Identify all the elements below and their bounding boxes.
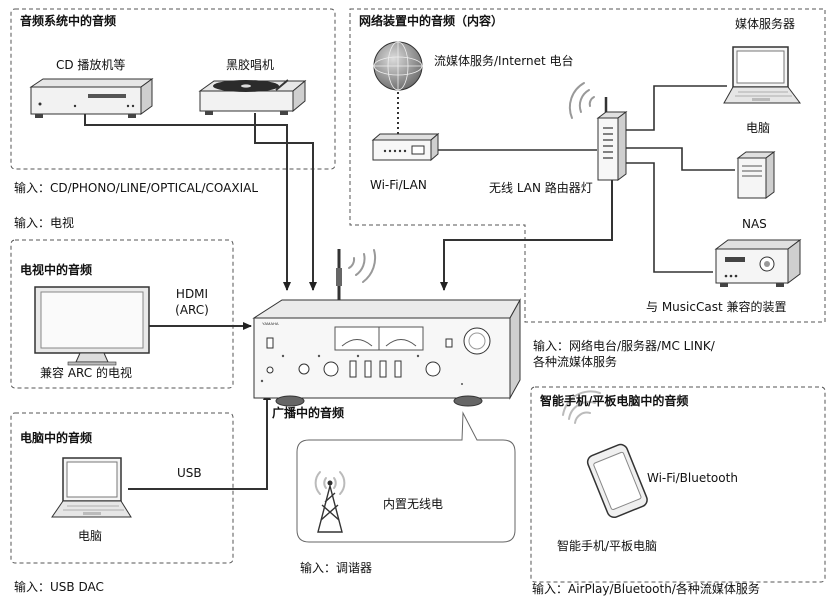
amp-wifi-icon <box>348 249 377 283</box>
streaming-label: 流媒体服务/Internet 电台 <box>434 54 574 68</box>
tv-icon <box>34 286 150 366</box>
router-musiccast-cable <box>624 162 713 273</box>
builtin-radio-label: 内置无线电 <box>383 497 444 511</box>
usb-label: USB <box>177 466 202 480</box>
usb-pc-icon <box>51 457 132 518</box>
broadcast-title: 广播中的音频 <box>272 406 345 420</box>
router-amp-cable <box>440 180 613 291</box>
mobile-device-label: 智能手机/平板电脑 <box>557 539 658 553</box>
router-wifi-icon <box>568 82 595 119</box>
usb-pc-label: 电脑 <box>78 529 103 543</box>
pc-audio-box <box>10 412 234 564</box>
router-label: 无线 LAN 路由器灯 <box>489 181 593 195</box>
amp-brand: YAMAHA <box>262 321 279 326</box>
network-pc-label: 电脑 <box>746 121 771 135</box>
mobile-wireless-label: Wi-Fi/Bluetooth <box>647 471 738 485</box>
network-input-line1: 输入：网络电台/服务器/MC LINK/ <box>533 339 715 353</box>
pc-audio-title: 电脑中的音频 <box>20 431 93 445</box>
tv-input: 输入：电视 <box>14 216 75 230</box>
cd-cable <box>84 113 291 291</box>
arc-label: (ARC) <box>175 303 209 317</box>
network-title: 网络装置中的音频（内容） <box>359 14 504 28</box>
tv-box <box>10 239 234 389</box>
turntable-icon <box>198 79 307 115</box>
router-icon <box>596 97 628 181</box>
mobile-title: 智能手机/平板电脑中的音频 <box>540 394 689 408</box>
amplifier-icon <box>252 249 521 407</box>
mobile-box <box>530 386 826 583</box>
network-box <box>349 8 826 323</box>
radio-tower-icon <box>314 471 346 533</box>
tuner-input: 输入：调谐器 <box>300 561 373 575</box>
globe-icon <box>373 41 423 91</box>
nas-label: NAS <box>742 217 767 231</box>
tv-title: 电视中的音频 <box>20 263 93 277</box>
mobile-input: 输入：AirPlay/Bluetooth/各种流媒体服务 <box>532 582 760 596</box>
modem-icon <box>371 132 440 162</box>
router-nas-cable <box>624 147 735 171</box>
audio-system-box <box>10 8 336 170</box>
musiccast-label: 与 MusicCast 兼容的装置 <box>646 300 787 314</box>
wifi-lan-label: Wi-Fi/LAN <box>370 178 427 192</box>
media-server-pc-icon <box>723 46 801 104</box>
audio-system-input: 输入：CD/PHONO/LINE/OPTICAL/COAXIAL <box>14 181 259 195</box>
nas-icon <box>736 151 776 199</box>
smartphone-icon <box>562 390 648 519</box>
arc-tv-label: 兼容 ARC 的电视 <box>40 366 132 380</box>
musiccast-device-icon <box>714 239 802 287</box>
audio-system-title: 音频系统中的音频 <box>20 14 117 28</box>
turntable-label: 黑胶唱机 <box>226 58 275 72</box>
network-input-line2: 各种流媒体服务 <box>533 355 618 369</box>
router-pc-cable <box>624 85 727 131</box>
media-server-label: 媒体服务器 <box>735 17 796 31</box>
hdmi-label: HDMI <box>175 287 209 301</box>
broadcast-bubble <box>296 411 516 543</box>
turntable-cable <box>254 113 317 291</box>
pc-audio-input: 输入：USB DAC <box>14 580 104 594</box>
cd-player-icon <box>29 78 154 118</box>
pc-usb-cable <box>128 391 271 490</box>
cd-player-label: CD 播放机等 <box>56 58 126 72</box>
